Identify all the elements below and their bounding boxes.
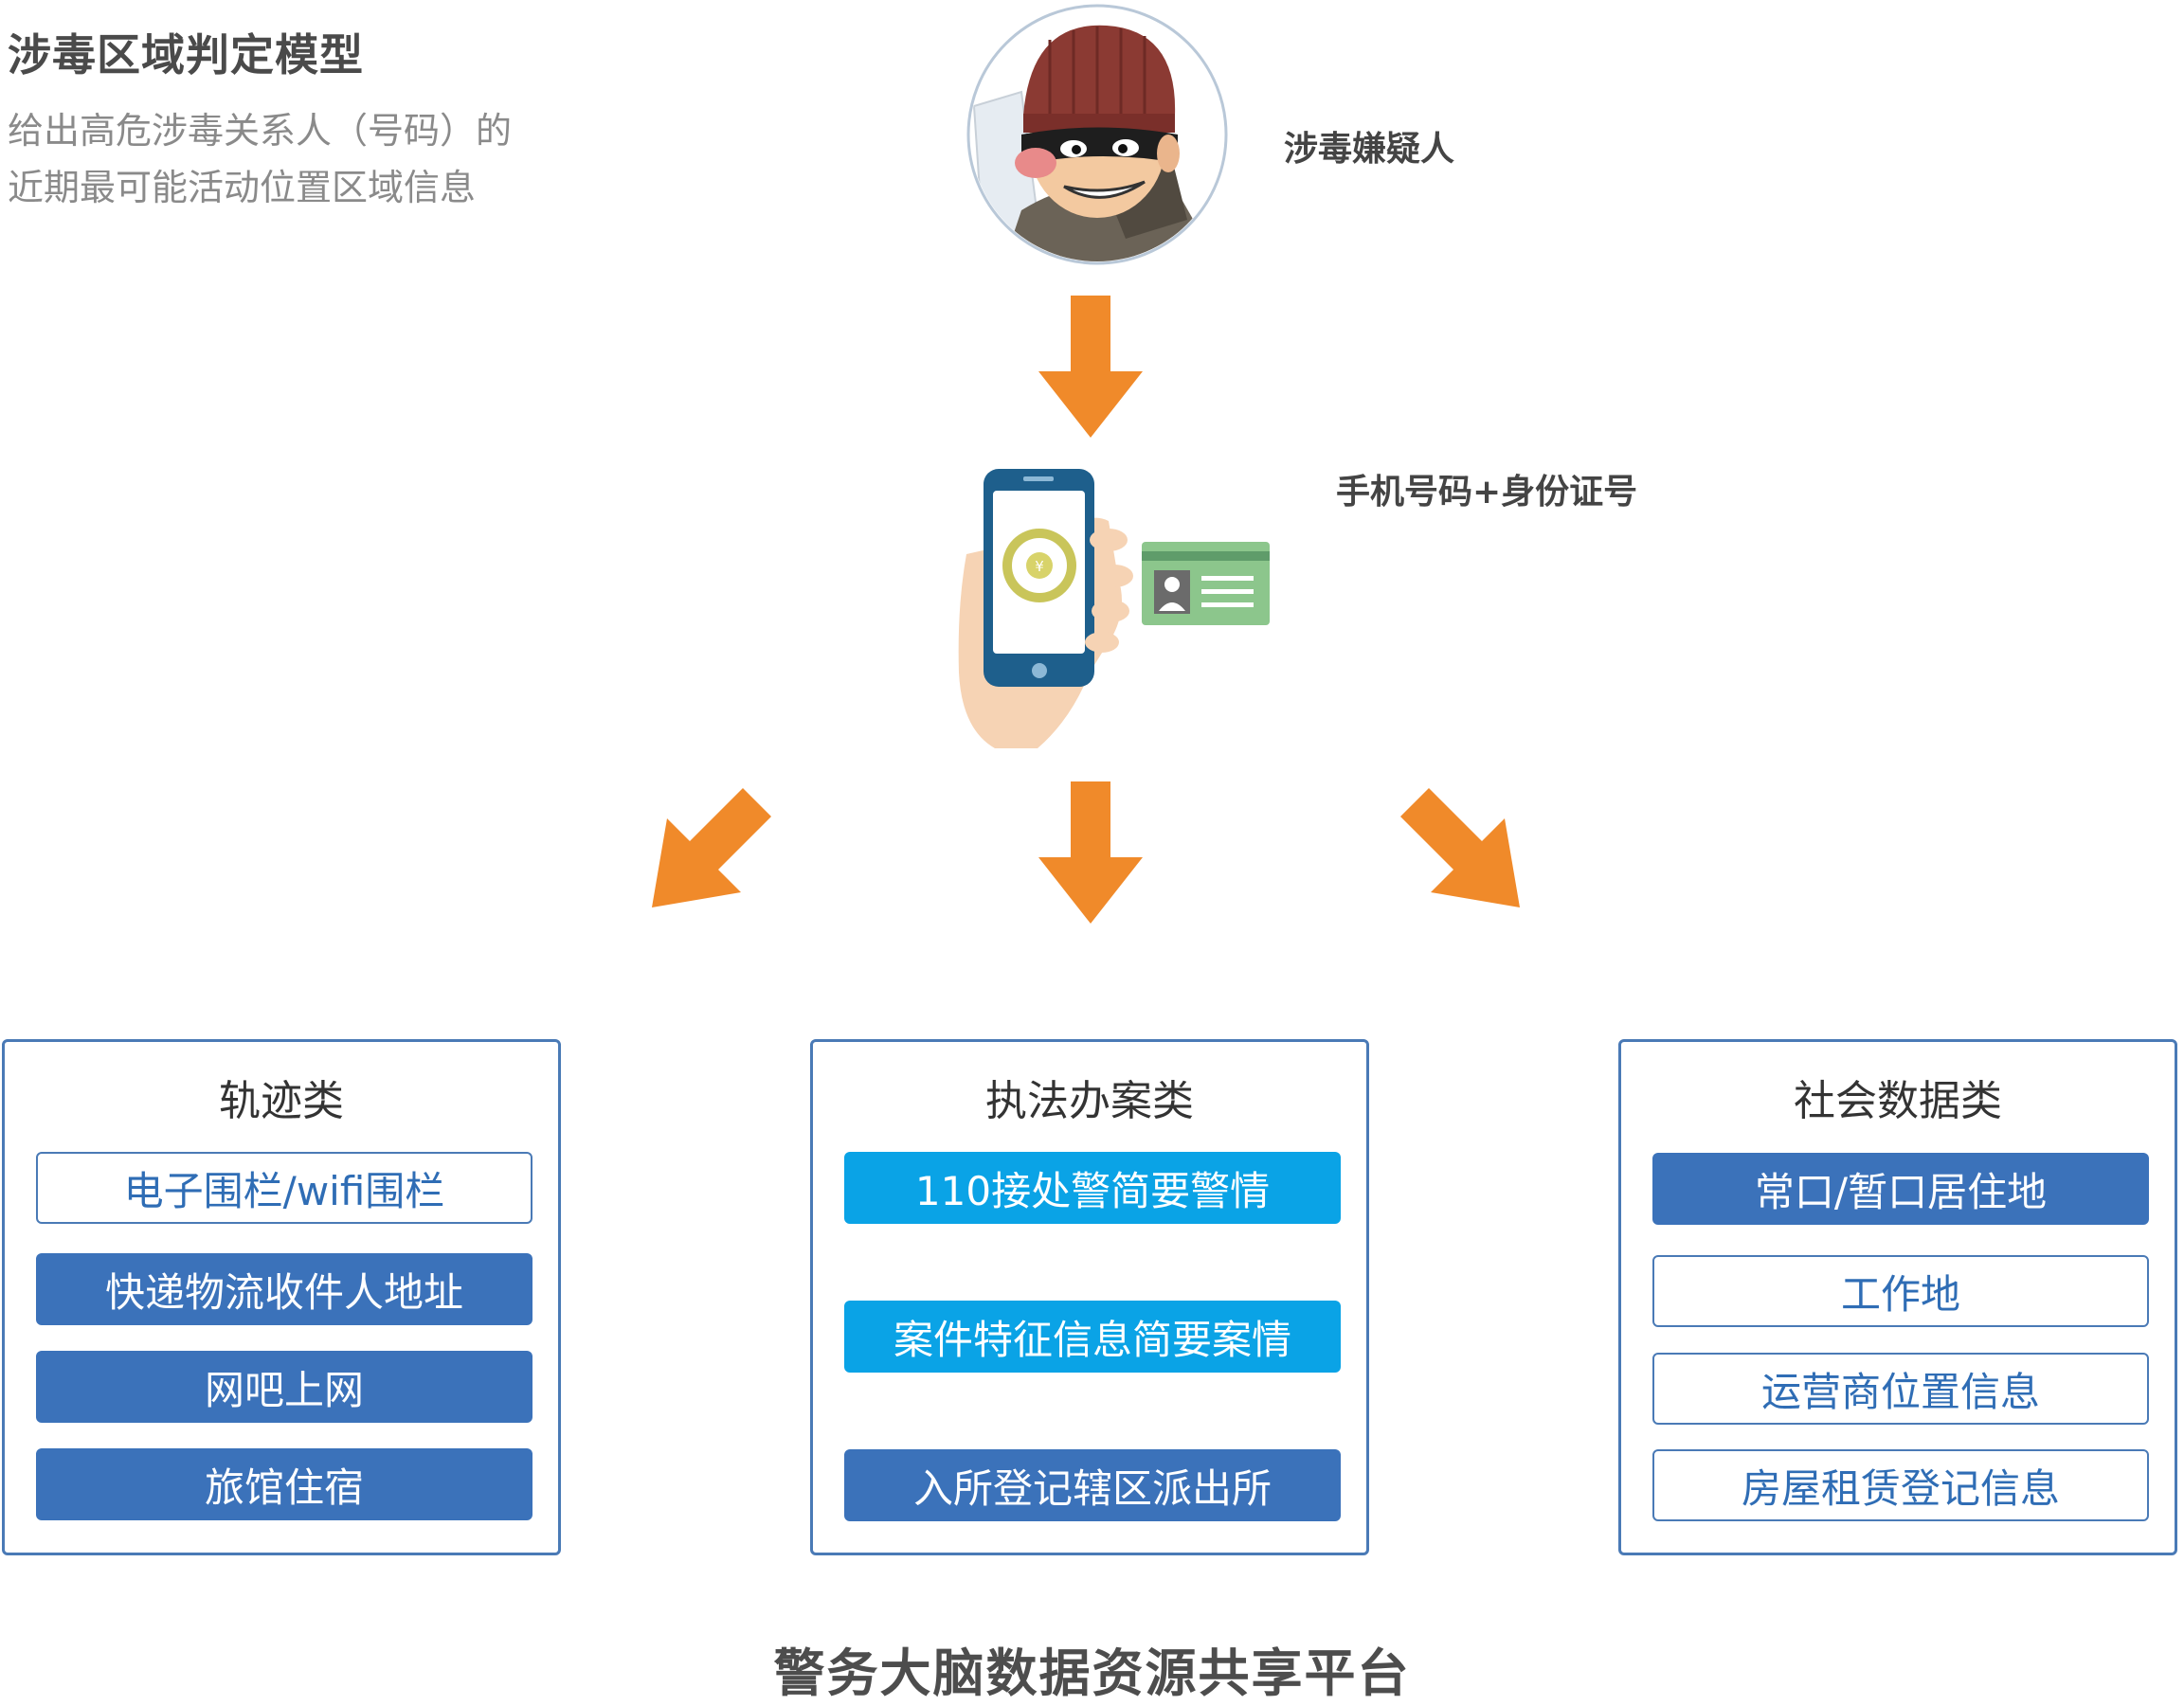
phone-id-label: 手机号码+身份证号 bbox=[1336, 473, 1638, 512]
category-box-social-data: 社会数据类 常口/暂口居住地 工作地 运营商位置信息 房屋租赁登记信息 bbox=[1618, 1039, 2177, 1555]
platform-title: 警务大脑数据资源共享平台 bbox=[773, 1643, 1411, 1703]
phone-id-card-icon: ¥ bbox=[958, 469, 1270, 748]
data-source-item: 旅馆住宿 bbox=[36, 1448, 532, 1520]
data-source-item: 电子围栏/wifi围栏 bbox=[36, 1152, 532, 1224]
arrow-down-center-icon bbox=[1038, 781, 1143, 924]
data-source-item: 快递物流收件人地址 bbox=[36, 1253, 532, 1325]
suspect-label: 涉毒嫌疑人 bbox=[1284, 130, 1455, 169]
description-line-2: 近期最可能活动位置区域信息 bbox=[8, 167, 477, 208]
arrow-down-left-icon bbox=[652, 788, 771, 907]
description-line-1: 给出高危涉毒关系人（号码）的 bbox=[8, 110, 513, 152]
category-title: 社会数据类 bbox=[1794, 1077, 2002, 1125]
category-title: 轨迹类 bbox=[219, 1077, 344, 1125]
page-title: 涉毒区域判定模型 bbox=[8, 29, 364, 81]
category-box-law-enforcement: 执法办案类 110接处警简要警情 案件特征信息简要案情 入所登记辖区派出所 bbox=[810, 1039, 1369, 1555]
data-source-item: 房屋租赁登记信息 bbox=[1652, 1449, 2149, 1521]
data-source-item: 运营商位置信息 bbox=[1652, 1353, 2149, 1425]
data-source-item: 110接处警简要警情 bbox=[844, 1152, 1341, 1224]
category-box-trajectory: 轨迹类 电子围栏/wifi围栏 快递物流收件人地址 网吧上网 旅馆住宿 bbox=[2, 1039, 561, 1555]
data-source-item: 常口/暂口居住地 bbox=[1652, 1153, 2149, 1225]
data-source-item: 工作地 bbox=[1652, 1255, 2149, 1327]
model-description: 给出高危涉毒关系人（号码）的 近期最可能活动位置区域信息 bbox=[8, 102, 512, 216]
suspect-avatar-icon bbox=[966, 4, 1228, 265]
arrow-down-right-icon bbox=[1400, 788, 1520, 907]
data-source-item: 网吧上网 bbox=[36, 1351, 532, 1423]
data-source-item: 入所登记辖区派出所 bbox=[844, 1449, 1341, 1521]
coin-symbol: ¥ bbox=[1035, 558, 1044, 575]
data-source-item: 案件特征信息简要案情 bbox=[844, 1301, 1341, 1373]
category-title: 执法办案类 bbox=[985, 1077, 1194, 1125]
arrow-down-icon bbox=[1038, 296, 1143, 438]
